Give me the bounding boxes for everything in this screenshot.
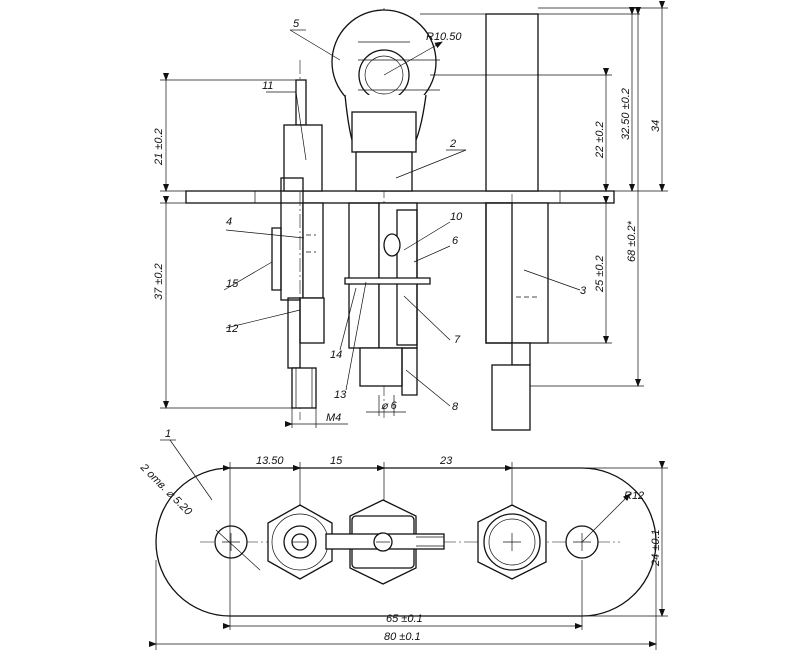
thermocouple-assembly [271,79,325,409]
callout-3: 3 [580,285,587,297]
dim-34: 34 [650,120,662,132]
dim-25: 25 ±0.2 [594,255,606,293]
callout-5: 5 [293,18,300,30]
callout-1: 1 [165,428,171,440]
ignitor-tube [485,13,539,192]
callout-7: 7 [454,334,461,346]
mounting-plate [185,190,615,204]
callout-2: 2 [449,138,456,150]
burner-insulator-section [348,202,380,349]
callout-10: 10 [450,211,463,223]
callout-4: 4 [226,216,232,228]
burner-assembly [331,9,440,396]
dim-22: 22 ±0.2 [594,121,606,159]
dim-65: 65 ±0.1 [386,613,423,625]
callout-11: 11 [262,80,273,92]
callout-12: 12 [226,323,238,335]
dim-r12: R12 [624,490,644,502]
dim-23: 23 [439,455,453,467]
dim-m4: M4 [326,412,341,424]
burner-neck [355,151,413,192]
dim-68: 68 ±0.2* [626,220,638,262]
dim-r1050: R10.50 [426,31,462,43]
dim-21: 21 ±0.2 [153,128,165,166]
callout-15: 15 [226,278,239,290]
callout-13: 13 [334,389,347,401]
dim-phi6: ⌀ 6 [381,400,398,412]
dim-15: 15 [330,455,343,467]
dim-80: 80 ±0.1 [384,631,421,643]
dim-3250: 32.50 ±0.2 [620,88,632,140]
front-callouts: 11 5 2 4 15 12 10 6 7 8 3 14 [223,18,587,413]
dim-37: 37 ±0.2 [153,263,165,300]
ignitor-tube-assembly [485,13,549,431]
ignitor-tube-end [491,364,531,431]
callout-8: 8 [452,401,459,413]
burner-nut [359,347,403,387]
callout-14: 14 [330,349,342,361]
front-view: 11 5 2 4 15 12 10 6 7 8 3 14 [153,1,668,431]
callout-6: 6 [452,235,459,247]
dim-24: 24 ±0.1 [650,529,662,567]
dim-1350: 13.50 [256,455,284,467]
top-view: 13.50 15 23 2 отв. ⌀ 5.20 R12 24 ±0.1 65… [137,428,668,650]
